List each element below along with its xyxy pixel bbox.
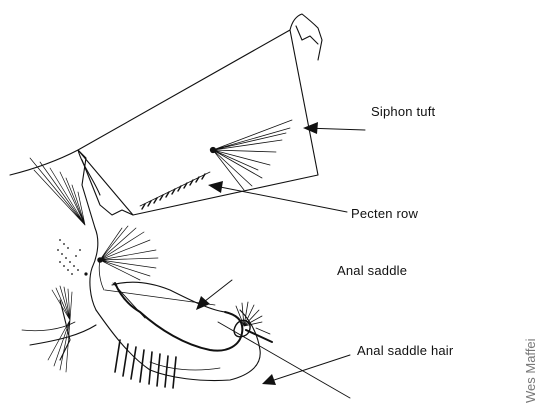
siphon-tuft-label: Siphon tuft [371, 104, 435, 119]
central-hair-tuft [98, 226, 158, 290]
pecten-row-label: Pecten row [351, 206, 418, 221]
pecten-row [140, 172, 210, 209]
pecten-row-arrow [210, 185, 347, 212]
image-credit: Wes Maffei [523, 338, 538, 403]
anal-saddle-hair [234, 302, 272, 342]
anal-saddle-label: Anal saddle [337, 263, 407, 278]
siphon-tuft [210, 120, 292, 190]
anal-saddle-hair-arrow [265, 355, 350, 383]
anal-saddle-hair-label: Anal saddle hair [357, 343, 453, 358]
anal-gills [57, 239, 88, 276]
anal-segment [22, 228, 260, 381]
anal-saddle [115, 283, 242, 351]
siphon [78, 14, 322, 215]
